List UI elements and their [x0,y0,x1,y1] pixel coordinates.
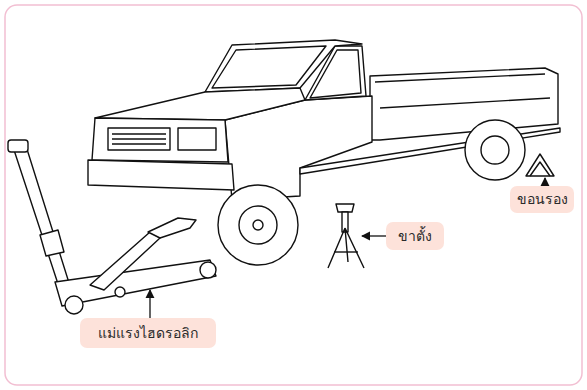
label-box: ขอนรอง [510,186,574,213]
leader-line [149,290,150,318]
part-label: ขอนรอง [517,191,568,208]
leader-arrows [150,178,545,318]
part-label: แม่แรงไฮดรอลิก [98,325,198,342]
hydraulic-jack [8,140,216,314]
part-label: ขาตั้ง [398,228,432,245]
leader-line [544,178,545,186]
frame [5,5,582,385]
leader-line [362,235,386,236]
label-box: ขาตั้ง [386,222,444,250]
wheel-chock [526,154,554,176]
jack-stand [328,204,364,268]
truck [88,40,560,265]
label-box: แม่แรงไฮดรอลิก [80,318,216,348]
